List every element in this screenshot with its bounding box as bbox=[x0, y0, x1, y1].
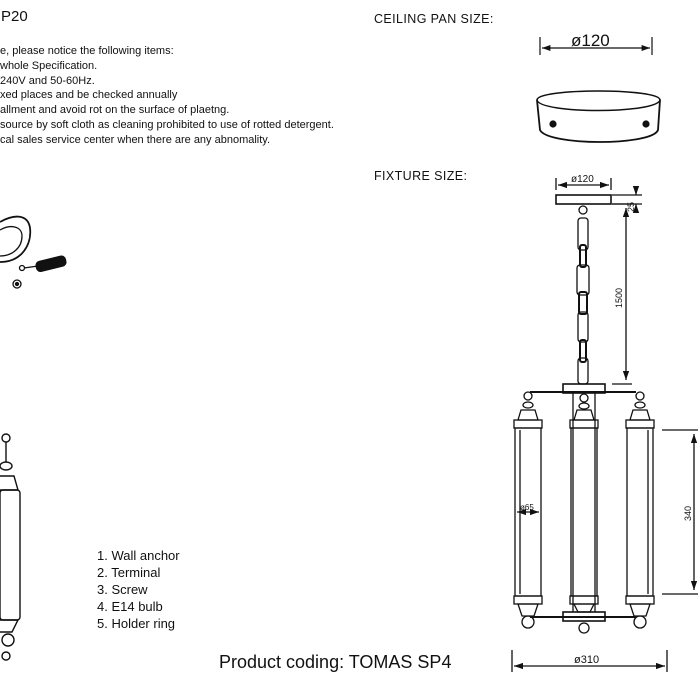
right-lamp bbox=[625, 391, 655, 629]
instruction-line: whole Specification. bbox=[0, 59, 98, 72]
instruction-line: cal sales service center when there are … bbox=[0, 133, 271, 146]
parts-list: 1. Wall anchor 2. Terminal 3. Screw 4. E… bbox=[97, 547, 180, 632]
parts-list-item: 2. Terminal bbox=[97, 565, 161, 580]
parts-list-item: 1. Wall anchor bbox=[97, 548, 180, 563]
product-coding: Product coding: TOMAS SP4 bbox=[219, 652, 452, 672]
document-title-fragment: P20 bbox=[1, 8, 28, 25]
instruction-line: allment and avoid rot on the surface of … bbox=[0, 104, 230, 117]
instruction-line: source by soft cloth as cleaning prohibi… bbox=[0, 118, 334, 131]
ceiling-pan-drawing bbox=[536, 37, 661, 143]
chain-length-label: 1500 bbox=[614, 288, 624, 308]
shade-diameter-label: ø65 bbox=[520, 503, 534, 512]
chain bbox=[576, 217, 590, 385]
body-height-label: 340 bbox=[683, 506, 693, 521]
parts-list-item: 3. Screw bbox=[97, 582, 148, 597]
parts-list-item: 4. E14 bulb bbox=[97, 599, 163, 614]
center-lamp bbox=[569, 393, 599, 634]
instruction-line: e, please notice the following items: bbox=[0, 45, 174, 57]
instruction-line: xed places and be checked annually bbox=[0, 89, 178, 102]
fixture-drawing bbox=[511, 178, 698, 672]
fixture-top-diameter: ø120 bbox=[571, 174, 594, 185]
ceiling-pan-heading: CEILING PAN SIZE: bbox=[374, 12, 494, 26]
fixture-size-heading: FIXTURE SIZE: bbox=[374, 169, 468, 183]
mounting-parts-drawing bbox=[0, 215, 67, 289]
overall-diameter-label: ø310 bbox=[574, 654, 599, 666]
parts-list-item: 5. Holder ring bbox=[97, 616, 176, 631]
instructions-list: e, please notice the following items: wh… bbox=[0, 44, 334, 148]
side-lamp-partial-drawing bbox=[0, 433, 21, 661]
instruction-line: 240V and 50-60Hz. bbox=[0, 74, 95, 87]
canopy-height-label: 25 bbox=[626, 202, 636, 212]
ceiling-pan-diameter: ø120 bbox=[571, 31, 610, 50]
